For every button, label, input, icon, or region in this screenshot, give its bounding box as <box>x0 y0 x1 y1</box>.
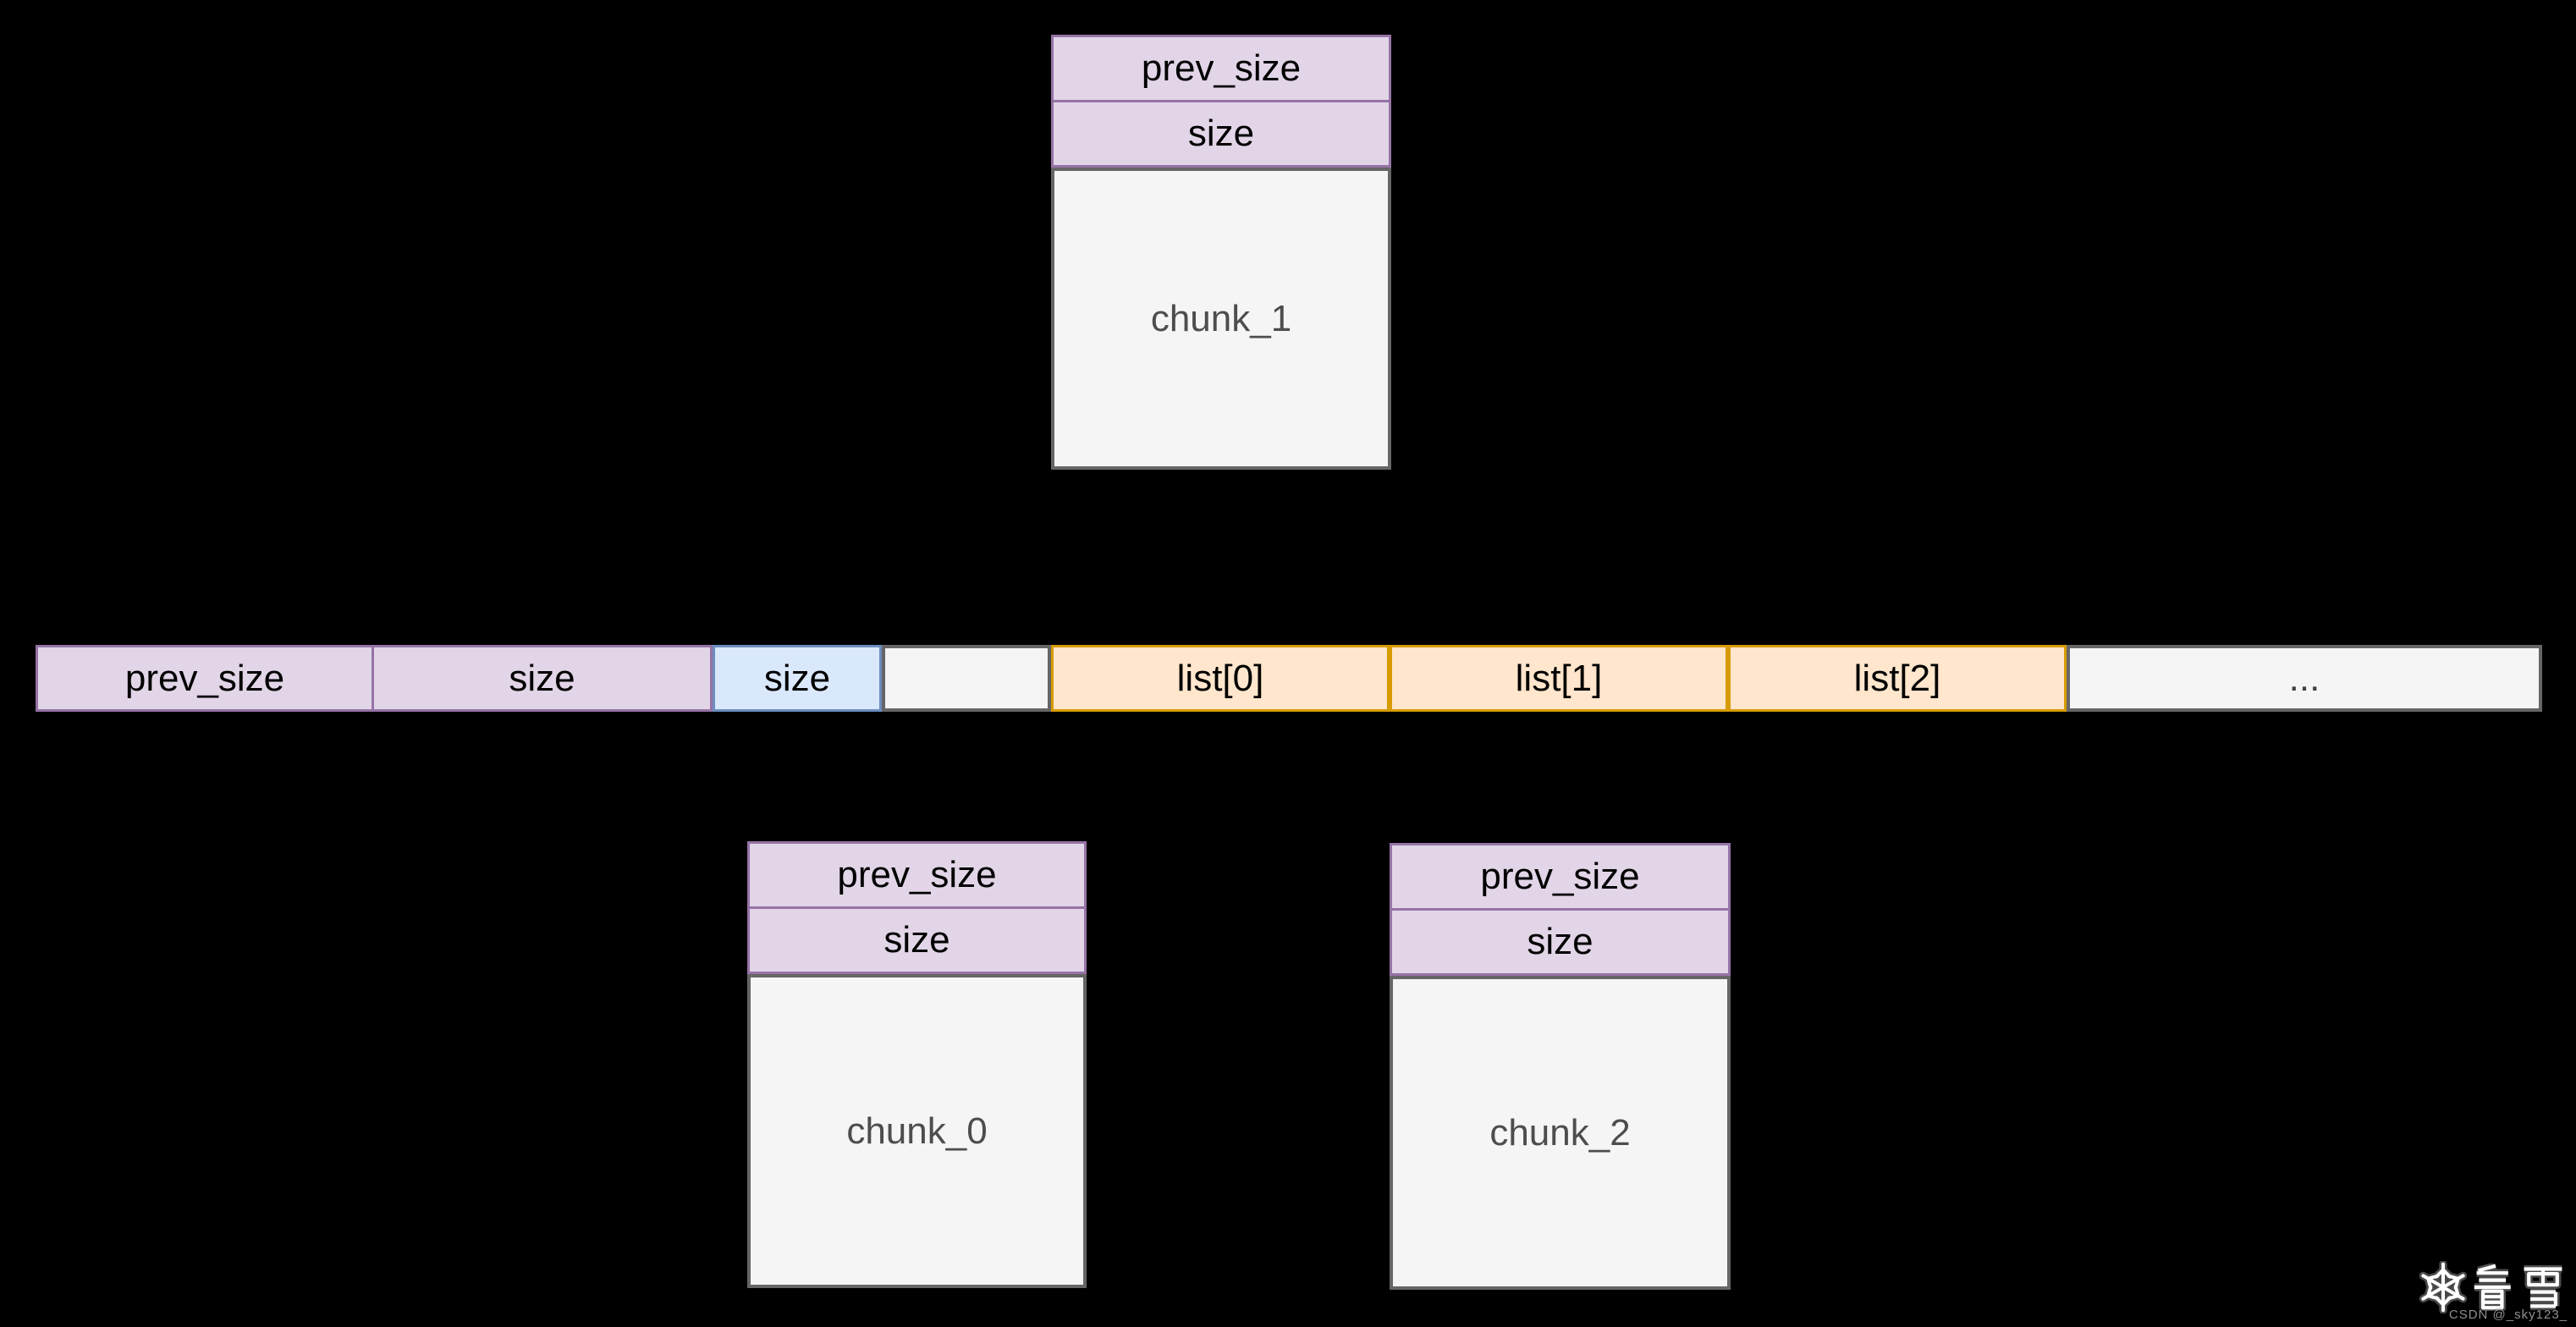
chunk-field-size: size <box>1051 100 1391 168</box>
chunk-field-prev-size: prev_size <box>747 841 1087 909</box>
watermark-credit: CSDN @_sky123_ <box>2448 1308 2568 1322</box>
cell-size-blue: size <box>713 645 882 712</box>
snowflake-icon <box>2417 1261 2469 1313</box>
cell-size: size <box>372 645 713 712</box>
cell-list-0: list[0] <box>1051 645 1390 712</box>
field-label: size <box>1527 921 1593 962</box>
cell-blank <box>882 645 1051 712</box>
cell-list-2: list[2] <box>1728 645 2067 712</box>
cell-label: size <box>763 657 831 699</box>
chunk-field-size: size <box>747 906 1087 974</box>
chunk-body: chunk_0 <box>747 974 1087 1288</box>
field-label: prev_size <box>837 854 997 895</box>
chunk-field-size: size <box>1390 908 1731 976</box>
field-label: size <box>1187 113 1255 154</box>
chunk-body: chunk_1 <box>1051 168 1391 470</box>
field-label: size <box>883 919 950 961</box>
cell-label: size <box>509 657 575 699</box>
chunk-label: chunk_2 <box>1489 1111 1631 1154</box>
cell-prev-size: prev_size <box>36 645 374 712</box>
cell-ellipsis: ... <box>2067 645 2542 712</box>
chunk-label: chunk_0 <box>846 1110 988 1152</box>
cell-label: list[1] <box>1515 657 1603 699</box>
chunk-field-prev-size: prev_size <box>1051 35 1391 102</box>
field-label: prev_size <box>1480 856 1640 897</box>
cell-list-1: list[1] <box>1390 645 1728 712</box>
chunk-field-prev-size: prev_size <box>1390 843 1731 911</box>
chunk-box-chunk-2: prev_size size chunk_2 <box>1390 843 1731 1290</box>
cell-label: ... <box>2288 657 2320 699</box>
cell-label: list[2] <box>1853 657 1941 699</box>
chunk-label: chunk_1 <box>1150 297 1292 339</box>
field-label: prev_size <box>1141 47 1302 89</box>
chunk-body: chunk_2 <box>1390 976 1731 1290</box>
chunk-box-chunk-0: prev_size size chunk_0 <box>747 841 1087 1288</box>
cell-label: prev_size <box>124 657 285 699</box>
kanxue-watermark: 看雪 CSDN @_sky123_ <box>2417 1261 2569 1322</box>
cell-label: list[0] <box>1176 657 1264 699</box>
chunk-box-chunk-1: prev_size size chunk_1 <box>1051 35 1391 470</box>
kanxue-logo: 看雪 <box>2417 1261 2569 1313</box>
kanxue-brand-glyphs <box>2472 1264 2567 1311</box>
